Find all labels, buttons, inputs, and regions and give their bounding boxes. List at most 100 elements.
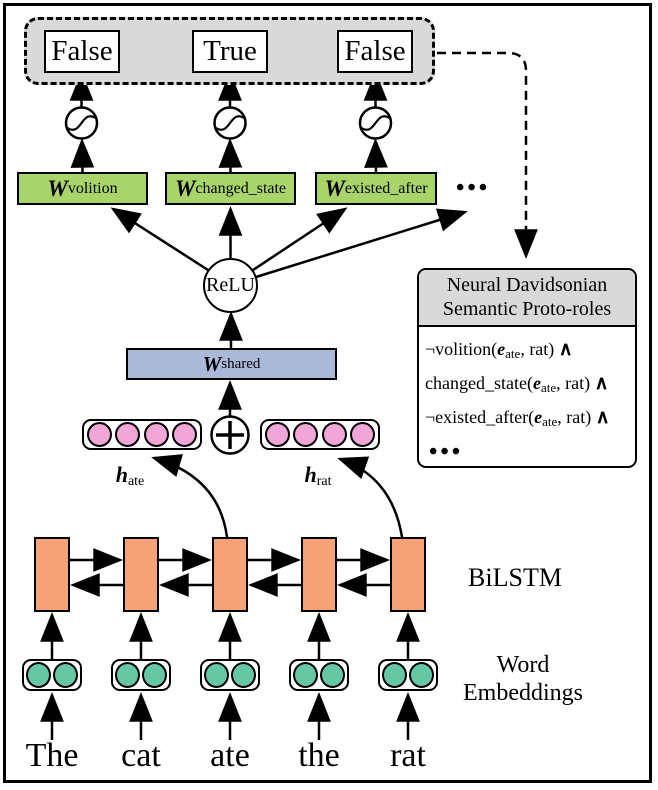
hidden-vector-right <box>260 419 380 450</box>
vector-unit <box>171 422 197 447</box>
relu-to-weight-arrow <box>110 207 209 272</box>
bilstm-cell <box>390 537 426 612</box>
word-embedding-box <box>111 659 171 691</box>
h-ate-label: hate <box>95 464 165 490</box>
panel-title-line1: Neural Davidsonian <box>446 274 608 296</box>
argument-text: , rat) <box>557 407 596 427</box>
word-embedding-box <box>289 659 349 691</box>
word-token: rat <box>390 737 426 774</box>
conjunction-sign: ∧ <box>558 339 573 360</box>
weight-to-sigmoid-arrow <box>364 138 388 173</box>
relu-to-ellipsis-arrow <box>255 208 468 279</box>
hidden-vector-left <box>82 419 202 450</box>
weight-symbol: W <box>324 176 345 201</box>
weight-symbol: W <box>47 176 68 201</box>
embedding-unit <box>320 662 345 688</box>
panel-ellipsis: ••• <box>429 439 464 465</box>
dashed-connector <box>437 51 538 259</box>
h-subscript: rat <box>316 474 332 489</box>
event-symbol: e <box>532 373 541 393</box>
word-token: The <box>25 737 79 774</box>
word-token: cat <box>121 737 161 774</box>
conjunction-sign: ∧ <box>594 373 609 394</box>
event-symbol: e <box>534 407 543 427</box>
bilstm-label: BiLSTM <box>468 563 562 592</box>
event-subscript: ate <box>540 380 557 395</box>
weight-to-sigmoid-arrow <box>70 138 95 173</box>
embedding-unit <box>115 662 140 688</box>
bilstm-cell <box>123 537 159 612</box>
vector-unit <box>265 422 291 447</box>
outer-border <box>3 3 652 783</box>
vector-unit <box>143 422 169 447</box>
event-subscript: ate <box>542 414 558 429</box>
bilstm-cell <box>212 537 248 612</box>
word-embeddings-label-line2: Embeddings <box>463 679 583 706</box>
bilstm-cell <box>34 537 70 612</box>
output-box-1: False <box>44 30 120 73</box>
embedding-unit <box>409 662 434 688</box>
embedding-unit <box>293 662 318 688</box>
hidden-vector-arrow-right <box>337 456 404 538</box>
word-embedding-box <box>378 659 438 691</box>
panel-title: Neural Davidsonian Semantic Proto-roles <box>419 270 635 327</box>
sigmoid-icon <box>358 106 393 140</box>
output-label: False <box>344 35 406 67</box>
word-embeddings-label: Word Embeddings <box>443 652 603 707</box>
embedding-unit <box>53 662 78 688</box>
negation-sign: ¬ <box>425 339 436 359</box>
panel-line-existed-after: ¬existed_after(eate, rat) ∧ <box>425 406 630 430</box>
argument-text: , rat) <box>556 373 595 393</box>
embedding-unit <box>204 662 229 688</box>
predicate-text: volition( <box>435 339 498 359</box>
h-rat-label: hrat <box>283 464 353 490</box>
word-token: the <box>298 737 340 774</box>
word-token: ate <box>210 737 250 774</box>
word-embeddings-label-line1: Word <box>496 652 550 678</box>
weight-subscript: existed_after <box>344 179 428 197</box>
vector-unit <box>293 422 319 447</box>
argument-text: , rat) <box>520 339 559 359</box>
bilstm-cell <box>301 537 337 612</box>
predicate-text: existed_after( <box>435 407 535 427</box>
output-label: True <box>203 35 257 67</box>
embedding-unit <box>26 662 51 688</box>
weight-subscript: shared <box>221 355 261 372</box>
relu-to-weight-arrow <box>252 207 348 272</box>
h-symbol: h <box>115 462 128 487</box>
weight-symbol: W <box>202 351 222 376</box>
sigmoid-icon <box>213 106 247 140</box>
embedding-unit <box>231 662 256 688</box>
proto-roles-panel: Neural Davidsonian Semantic Proto-roles … <box>417 268 637 468</box>
relu-node: ReLU <box>203 258 258 313</box>
vector-unit <box>115 422 141 447</box>
vector-unit <box>349 422 375 447</box>
panel-line-volition: ¬volition(eate, rat) ∧ <box>425 338 630 362</box>
word-embedding-box <box>200 659 260 691</box>
negation-sign: ¬ <box>425 407 436 427</box>
conjunction-sign: ∧ <box>595 407 610 428</box>
hidden-vector-arrow-left <box>151 454 229 538</box>
event-subscript: ate <box>505 346 521 361</box>
weight-symbol: W <box>174 176 196 201</box>
output-label: False <box>51 35 113 67</box>
embedding-unit <box>382 662 407 688</box>
relu-label: ReLU <box>206 274 255 296</box>
ellipsis-dots: ••• <box>456 175 491 201</box>
h-symbol: h <box>304 462 317 487</box>
word-embedding-box <box>22 659 82 691</box>
panel-body: ¬volition(eate, rat) ∧ changed_state(eat… <box>419 327 635 464</box>
predicate-text: changed_state( <box>425 373 533 393</box>
sigmoid-icon <box>64 106 99 140</box>
event-symbol: e <box>497 339 506 359</box>
plus-icon <box>210 415 250 455</box>
weight-to-sigmoid-arrow <box>218 138 243 173</box>
embedding-unit <box>142 662 167 688</box>
output-box-3: False <box>337 30 413 73</box>
